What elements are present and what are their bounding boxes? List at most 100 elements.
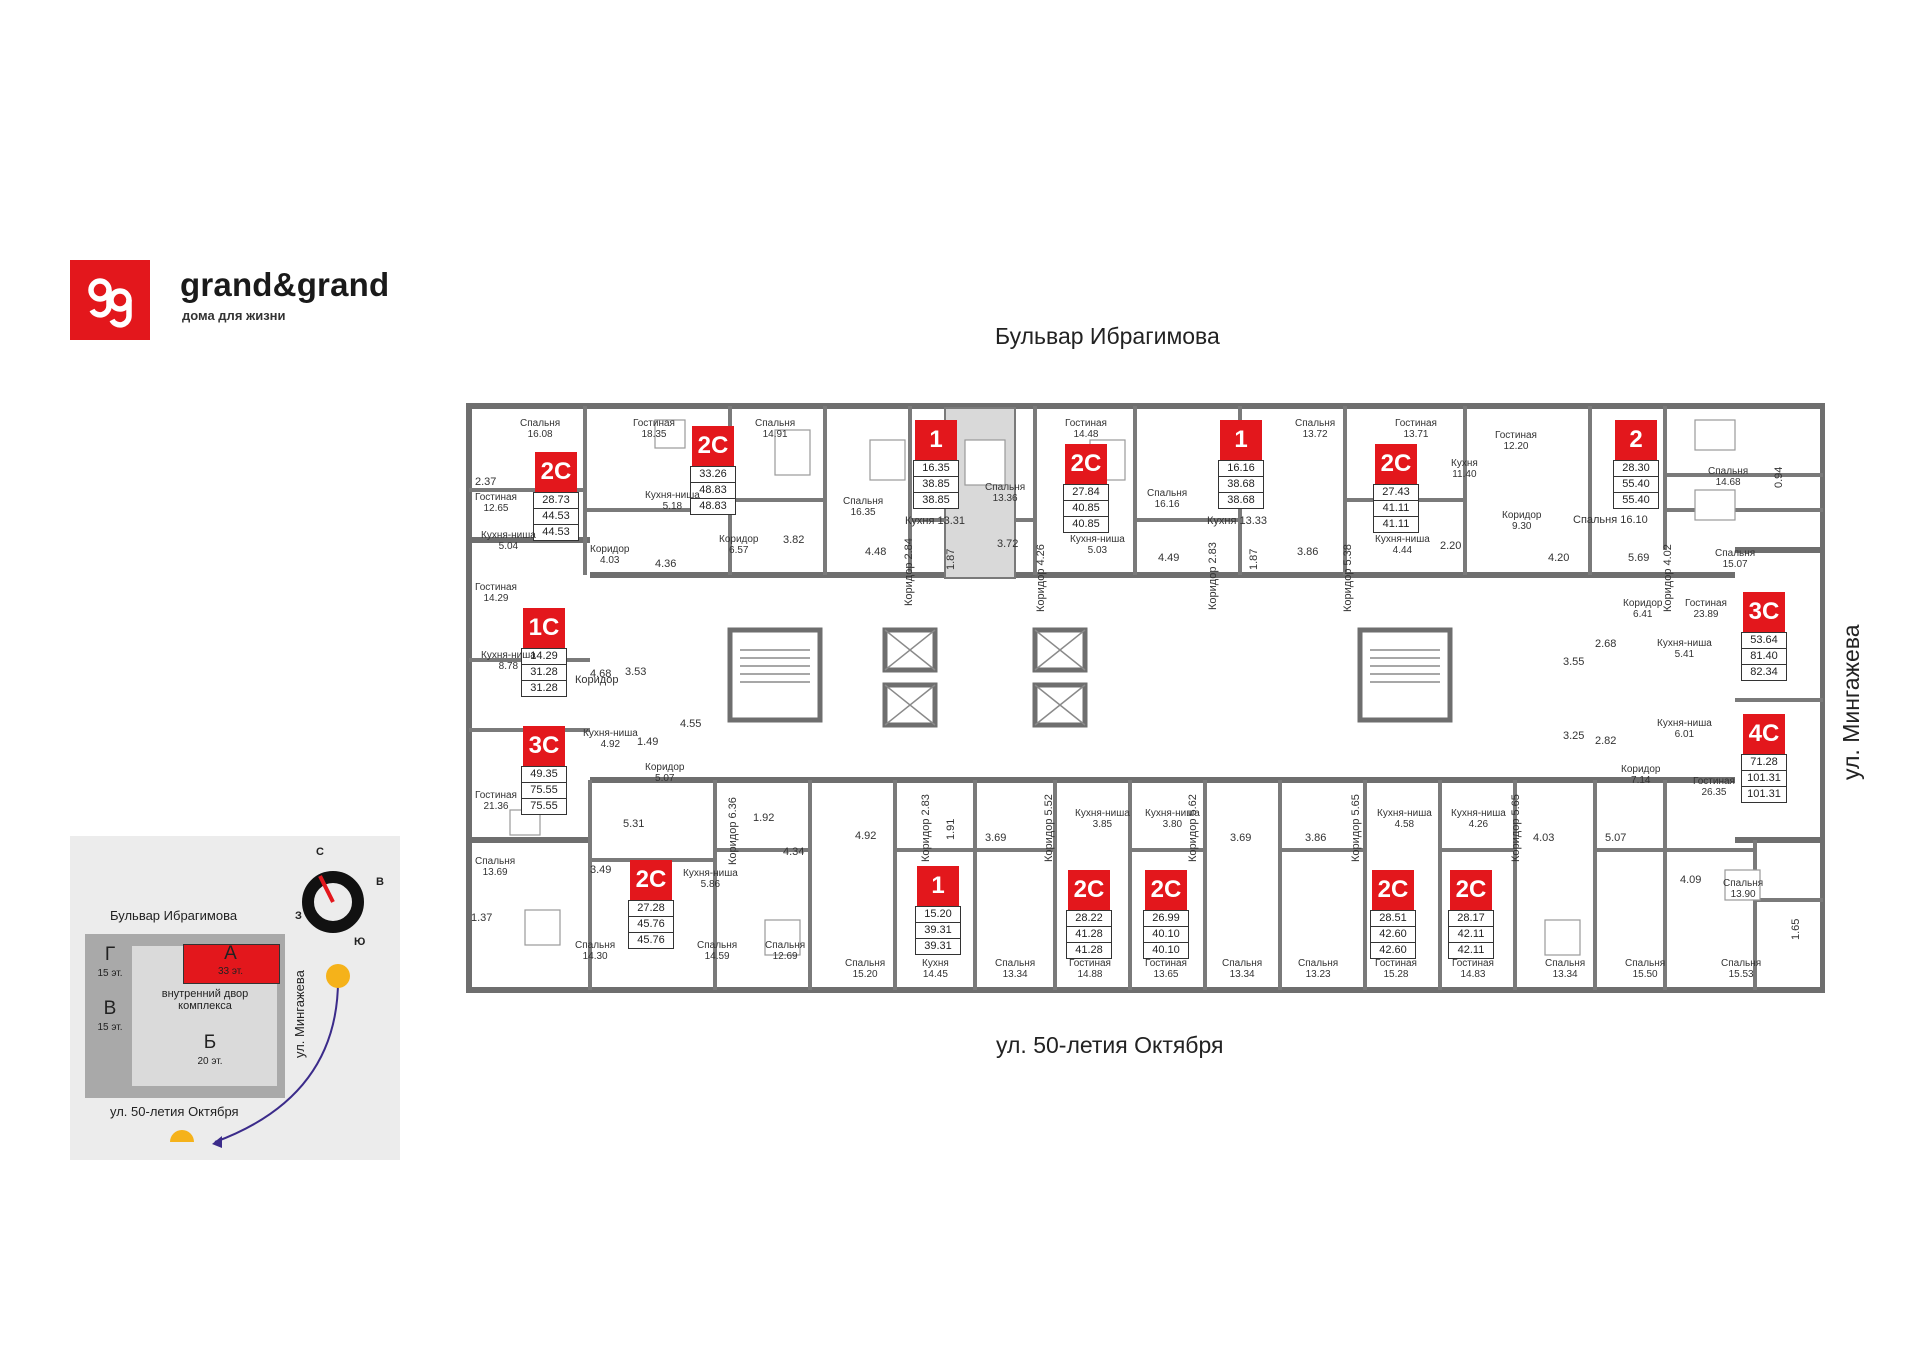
area-value: 2.20 [1440, 540, 1462, 552]
unit-badge[interactable]: 1 [1220, 420, 1262, 460]
vertical-label: 1.87 [945, 548, 957, 570]
unit-badge[interactable]: 2С [535, 452, 577, 492]
vertical-label: Коридор 4.26 [1035, 544, 1047, 612]
area-value: 4.49 [1158, 552, 1180, 564]
area-value: 4.34 [783, 846, 805, 858]
unit-badge[interactable]: 2С [1372, 870, 1414, 910]
room-inline-label: Кухня 13.31 [905, 515, 966, 527]
room-inline-label: Коридор [575, 674, 619, 686]
building-a[interactable] [183, 944, 280, 984]
unit-badge[interactable]: 2С [630, 860, 672, 900]
vertical-label: 1.91 [945, 818, 957, 840]
vertical-label: Коридор 5.62 [1187, 794, 1199, 862]
floor-plan-walls [466, 403, 1825, 993]
unit-badge[interactable]: 2С [1065, 444, 1107, 484]
building-g-label: Г [104, 944, 116, 965]
unit-badge[interactable]: 3С [523, 726, 565, 766]
courtyard-label: внутренний двор комплекса [161, 988, 249, 1012]
room-inline-label: Кухня 13.33 [1207, 515, 1268, 527]
area-value: 3.55 [1563, 656, 1585, 668]
area-value: 4.92 [855, 830, 877, 842]
area-value: 5.69 [1628, 552, 1650, 564]
area-value: 3.86 [1297, 546, 1319, 558]
area-value: 4.55 [680, 718, 702, 730]
unit-badge[interactable]: 3С [1743, 592, 1785, 632]
vertical-label: 0.94 [1773, 466, 1785, 488]
unit-badge[interactable]: 1 [917, 866, 959, 906]
unit-badge[interactable]: 2С [1375, 444, 1417, 484]
building-a-label: А [224, 943, 237, 964]
area-value: 5.07 [1605, 832, 1627, 844]
brand-name: grand&grand [180, 266, 390, 303]
area-value: 3.69 [985, 832, 1007, 844]
unit-badge[interactable]: 1 [915, 420, 957, 460]
key-plan-street-bottom: ул. 50-летия Октября [110, 1104, 239, 1119]
logo [70, 260, 150, 340]
area-value: 2.68 [1595, 638, 1617, 650]
area-value: 4.03 [1533, 832, 1555, 844]
unit-badge[interactable]: 2С [1068, 870, 1110, 910]
unit-badge[interactable]: 2С [1450, 870, 1492, 910]
area-value: 3.86 [1305, 832, 1327, 844]
vertical-label: Коридор 2.83 [920, 794, 932, 862]
unit-badge[interactable]: 4С [1743, 714, 1785, 754]
unit-badge[interactable]: 1С [523, 608, 565, 648]
area-value: 4.68 [590, 668, 612, 680]
area-value: 3.53 [625, 666, 647, 678]
unit-badge[interactable]: 2С [1145, 870, 1187, 910]
unit-badge[interactable]: 2С [692, 426, 734, 466]
unit-badge[interactable]: 2 [1615, 420, 1657, 460]
area-value: 3.72 [997, 538, 1019, 550]
vertical-label: Коридор 6.36 [727, 797, 739, 865]
area-value: 2.37 [475, 476, 497, 488]
building-v-label: В [103, 998, 117, 1019]
vertical-label: Коридор 5.52 [1043, 794, 1055, 862]
area-value: 1.37 [471, 912, 493, 924]
logo-icon [88, 278, 132, 328]
vertical-label: 1.65 [1790, 918, 1802, 940]
area-value: 3.69 [1230, 832, 1252, 844]
key-plan: Бульвар Ибрагимова ул. 50-летия Октября … [70, 836, 400, 1160]
street-label-right: ул. Мингажева [1838, 624, 1864, 780]
